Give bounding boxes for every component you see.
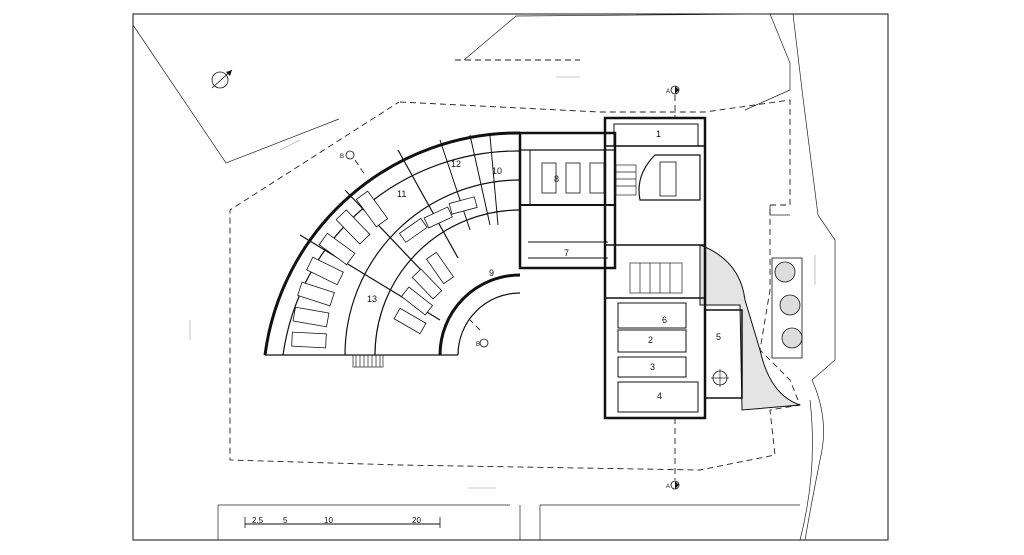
room-labels: 1 2 3 4 5 6 7 8 9 10 11 12 13	[367, 129, 721, 401]
section-mark-b-top: B	[340, 150, 355, 160]
parked-cars	[291, 161, 677, 349]
room-label-7: 7	[564, 248, 569, 258]
landscape-area	[699, 244, 801, 411]
section-lines	[354, 95, 676, 480]
svg-text:A: A	[666, 484, 670, 490]
curved-parking-wing	[263, 131, 521, 368]
room-label-11: 11	[397, 189, 406, 199]
room-label-1: 1	[656, 129, 661, 139]
scale-tick-5: 5	[283, 516, 288, 525]
room-label-2: 2	[648, 335, 653, 345]
scale-tick-10: 10	[324, 516, 333, 525]
scale-tick-2-5: 2.5	[252, 516, 264, 525]
street-name-marks	[189, 76, 816, 489]
room-label-6: 6	[662, 315, 667, 325]
site-context-lines	[132, 13, 836, 541]
scale-bar: 2.5 5 10 20	[244, 516, 441, 528]
room-label-5: 5	[716, 332, 721, 342]
service-block	[603, 116, 743, 420]
room-label-8: 8	[554, 174, 559, 184]
property-boundary	[229, 99, 801, 471]
room-label-10: 10	[492, 166, 502, 176]
north-arrow-icon	[211, 69, 233, 89]
svg-text:B: B	[340, 154, 344, 160]
tree-planters	[771, 257, 803, 359]
room-label-12: 12	[451, 159, 461, 169]
svg-text:A: A	[666, 89, 670, 95]
room-label-3: 3	[650, 362, 655, 372]
section-mark-b-bottom: B	[476, 338, 489, 348]
svg-text:B: B	[476, 342, 480, 348]
room-label-9: 9	[489, 268, 494, 278]
drawing-frame	[132, 13, 889, 541]
room-label-13: 13	[367, 294, 377, 304]
section-mark-a-bottom: A	[666, 480, 680, 490]
room-label-4: 4	[657, 391, 662, 401]
scale-tick-20: 20	[412, 516, 421, 525]
section-mark-a-top: A	[666, 85, 680, 95]
